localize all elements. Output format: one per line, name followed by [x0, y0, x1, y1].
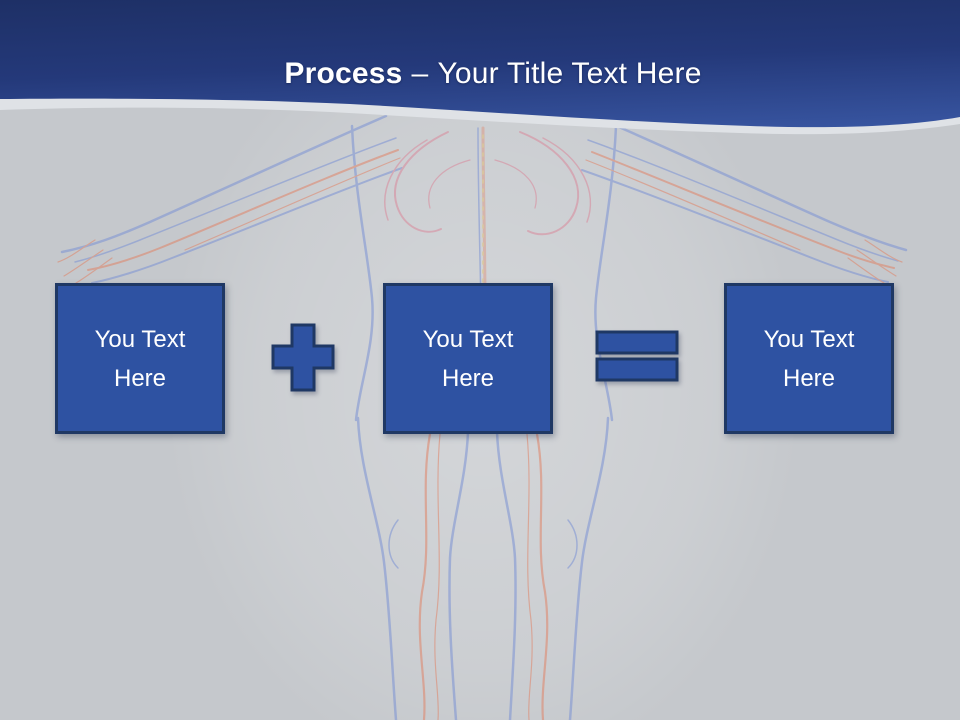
process-box-3[interactable]: You Text Here [724, 283, 894, 434]
equals-icon[interactable] [594, 329, 680, 386]
process-box-2[interactable]: You Text Here [383, 283, 553, 434]
title-keyword: Process [284, 57, 403, 90]
process-box-2-label: You Text Here [422, 325, 514, 392]
title-subtitle-text: Your Title Text Here [437, 57, 702, 90]
header-band [0, 0, 960, 135]
title-separator: – [411, 57, 429, 90]
process-box-1-label: You Text Here [94, 325, 186, 392]
process-box-1[interactable]: You Text Here [55, 283, 225, 434]
process-box-3-label: You Text Here [763, 325, 855, 392]
plus-icon[interactable] [270, 322, 336, 393]
header-wave-shape [0, 0, 960, 128]
slide-title[interactable]: Process–Your Title Text Here [13, 54, 960, 94]
